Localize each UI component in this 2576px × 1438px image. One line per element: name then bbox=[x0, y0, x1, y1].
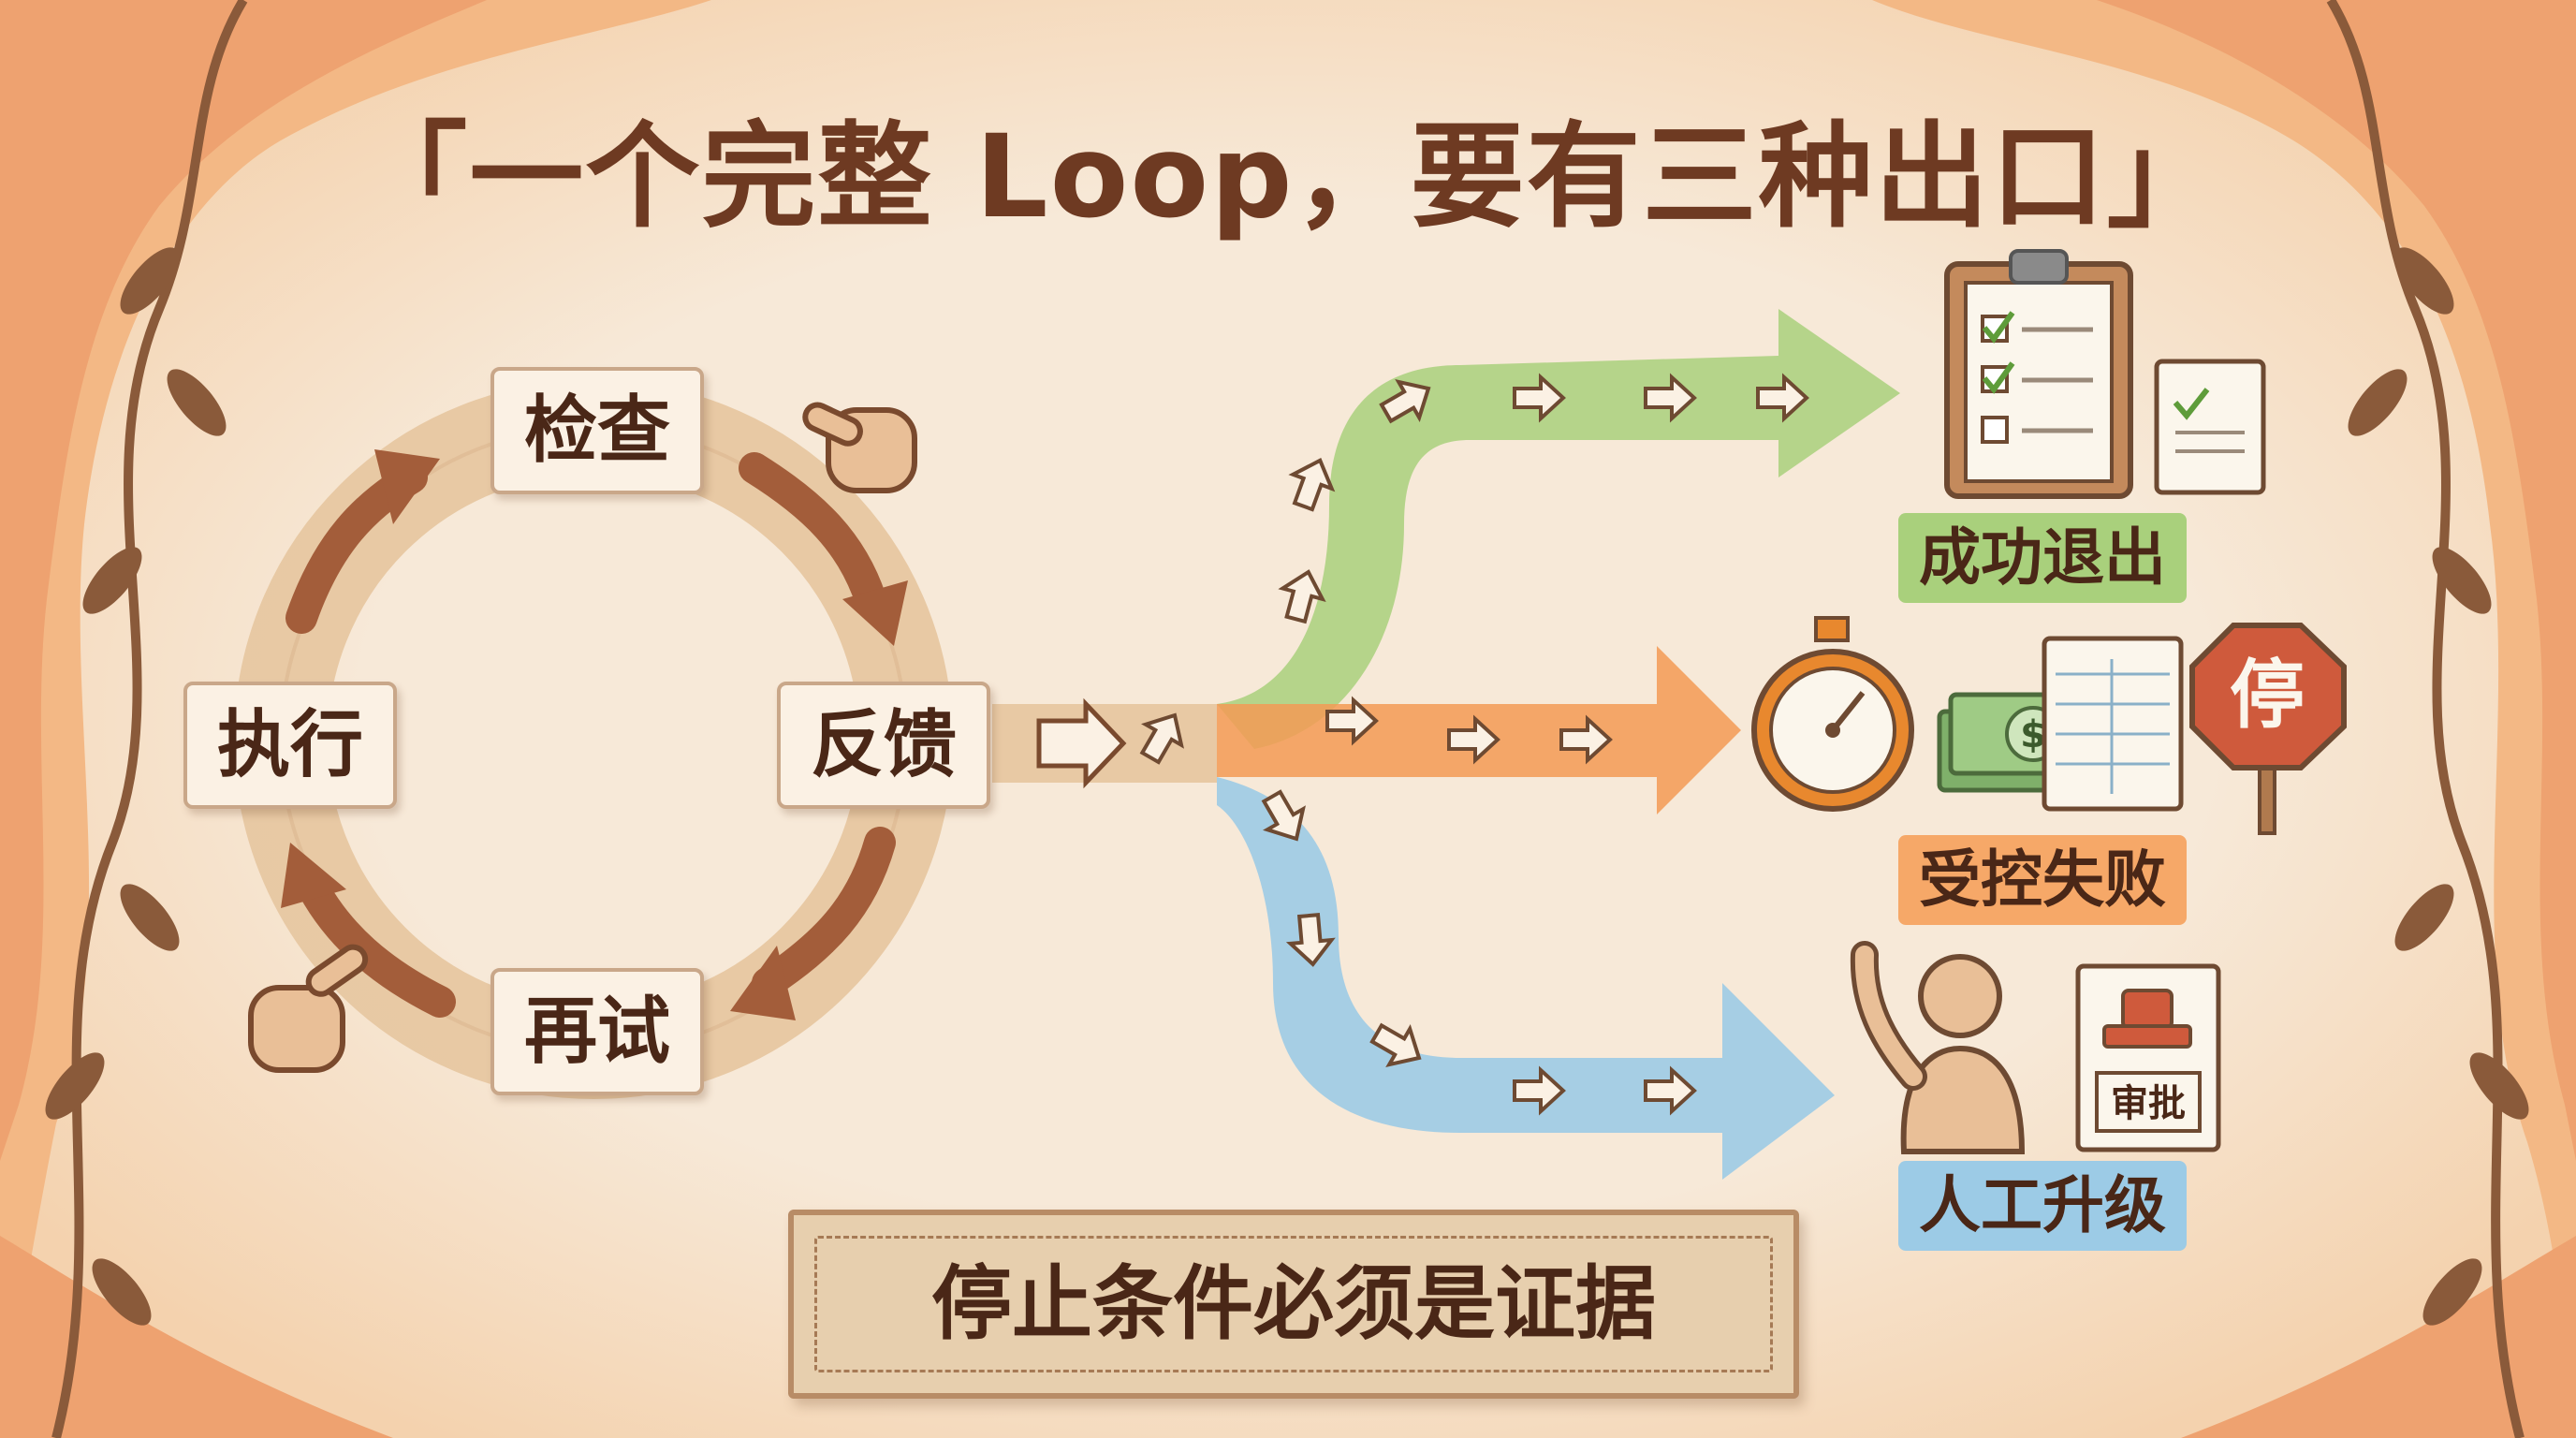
page-title: 「一个完整 Loop，要有三种出口」 bbox=[353, 110, 2223, 243]
hand-pointer-icon-bottom bbox=[248, 944, 369, 1073]
loop-node-retry: 再试 bbox=[490, 968, 704, 1095]
loop-arrow-check-to-feedback bbox=[739, 452, 886, 615]
loop-node-feedback: 反馈 bbox=[777, 682, 990, 809]
stopwatch-icon bbox=[1751, 616, 1914, 812]
loop-arrowheads bbox=[281, 449, 908, 1020]
document-check-icon bbox=[2154, 359, 2266, 495]
approval-stamp-document-icon: 审批 bbox=[2075, 963, 2221, 1152]
footer-text: 停止条件必须是证据 bbox=[931, 1257, 1656, 1351]
loop-node-check: 检查 bbox=[490, 367, 704, 494]
person-raising-hand-icon bbox=[1850, 941, 2026, 1154]
loop-node-execute: 执行 bbox=[183, 682, 397, 809]
trunk-chevron bbox=[1036, 697, 1127, 789]
footer-banner-inner-border bbox=[814, 1236, 1773, 1372]
outcome-controlled-failure-label: 受控失败 bbox=[1898, 835, 2187, 925]
money-symbol: $ bbox=[2020, 713, 2046, 756]
approval-stamp-text: 审批 bbox=[2111, 1082, 2186, 1125]
footer-banner: 停止条件必须是证据 bbox=[788, 1210, 1799, 1399]
stop-sign-text: 停 bbox=[2230, 652, 2305, 739]
hand-pointer-icon-top bbox=[802, 402, 917, 493]
branch-chevrons bbox=[1139, 373, 1809, 1116]
outcome-success-label: 成功退出 bbox=[1898, 513, 2187, 603]
outcome-human-escalation-label: 人工升级 bbox=[1898, 1161, 2187, 1251]
spreadsheet-document-icon bbox=[2042, 636, 2184, 812]
loop-arrow-feedback-to-retry bbox=[752, 827, 896, 999]
clipboard-checklist-icon bbox=[1944, 249, 2133, 499]
stop-sign-icon: 停 bbox=[2189, 623, 2347, 835]
